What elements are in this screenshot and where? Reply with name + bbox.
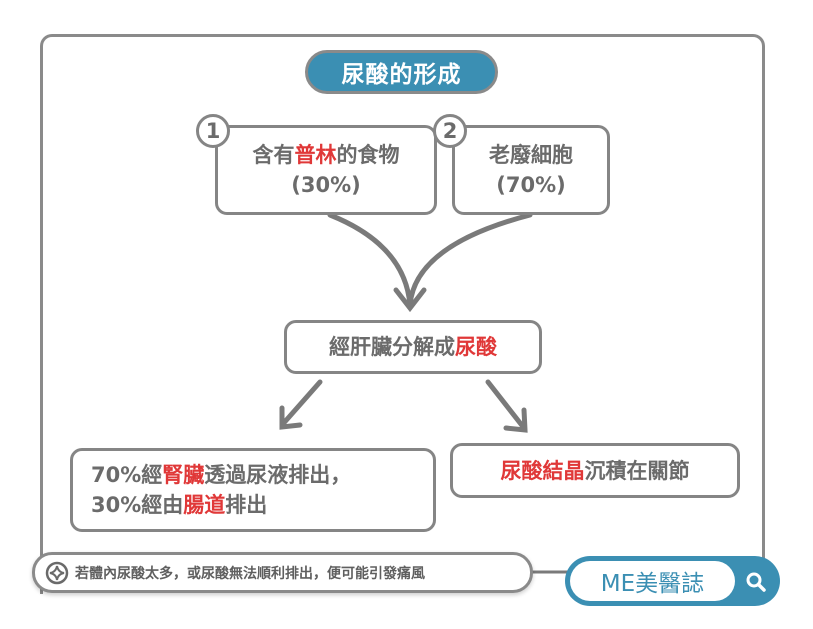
percent-text: (70%) xyxy=(496,173,566,197)
text: 含有 xyxy=(252,143,295,167)
arrow-left-down xyxy=(279,379,323,430)
highlight-text: 普林 xyxy=(294,143,337,167)
arrow-merge-left xyxy=(327,212,413,308)
arrow-merge-right xyxy=(407,212,533,308)
search-icon xyxy=(746,572,766,592)
highlight-text: 尿酸結晶 xyxy=(500,458,585,483)
text: 透過尿液排出， xyxy=(204,463,352,487)
percent-text: (30%) xyxy=(291,173,361,197)
text: 的食物 xyxy=(336,143,400,167)
arrow-right-down xyxy=(485,379,528,433)
step-number-1: 1 xyxy=(196,114,230,148)
diagram-title: 尿酸的形成 xyxy=(305,50,498,94)
text: 沉積在關節 xyxy=(584,458,690,483)
text: 老廢細胞 xyxy=(489,143,573,167)
highlight-text: 尿酸 xyxy=(455,335,497,359)
source-box-old-cells: 老廢細胞 (70%) xyxy=(452,125,610,215)
diagram-frame xyxy=(40,34,765,594)
arrow-merge-head xyxy=(393,287,427,313)
sparkle-icon xyxy=(45,561,69,584)
output-box-crystal: 尿酸結晶沉積在關節 xyxy=(450,443,740,498)
footnote-text: 若體內尿酸太多，或尿酸無法順利排出，便可能引發痛風 xyxy=(75,565,425,582)
footnote: 若體內尿酸太多，或尿酸無法順利排出，便可能引發痛風 xyxy=(32,552,533,593)
step-number-2: 2 xyxy=(433,114,467,148)
highlight-text: 腎臟 xyxy=(162,463,205,487)
brand-logo-text: ME美醫誌 xyxy=(570,561,735,601)
process-box: 經肝臟分解成尿酸 xyxy=(284,320,542,374)
text: 排出 xyxy=(225,493,268,517)
text: 70%經 xyxy=(91,463,163,487)
source-box-purine-food: 含有普林的食物 (30%) xyxy=(215,125,437,215)
text: 經肝臟分解成 xyxy=(329,335,455,359)
text: 30%經由 xyxy=(91,493,184,517)
highlight-text: 腸道 xyxy=(183,493,226,517)
output-box-excretion: 70%經腎臟透過尿液排出， 30%經由腸道排出 xyxy=(70,448,436,532)
